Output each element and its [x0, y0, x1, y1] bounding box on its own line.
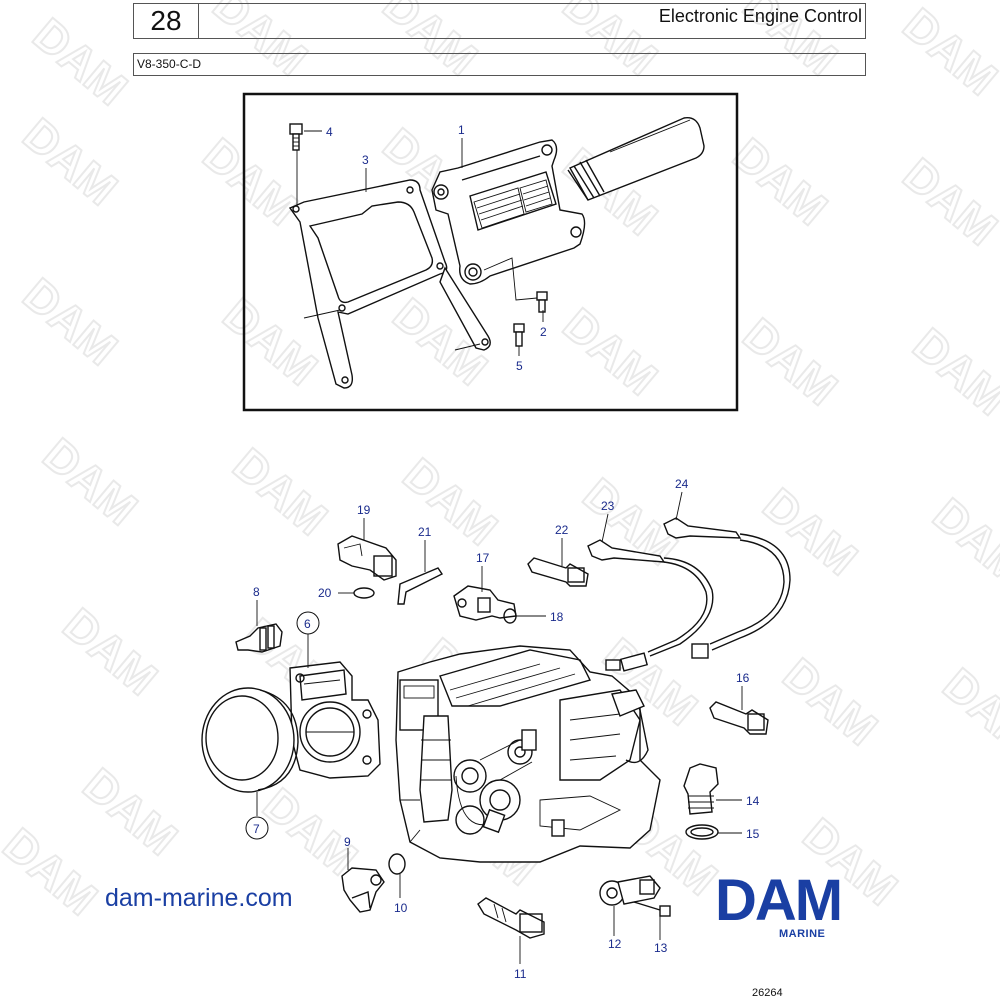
watermark: DAM — [754, 478, 868, 585]
oring-10 — [388, 853, 406, 875]
label-10: 10 — [394, 901, 408, 915]
camshaft-sensor-17 — [453, 585, 517, 621]
sensor-11 — [477, 897, 545, 939]
page-number: 28 — [134, 4, 199, 38]
label-4: 4 — [326, 125, 333, 139]
header-box: 28 Electronic Engine Control — [133, 3, 866, 39]
throttle-body — [289, 661, 381, 779]
bracket-21 — [397, 540, 444, 605]
mounting-bracket — [288, 179, 491, 389]
watermark: DAM — [0, 818, 107, 925]
watermark: DAM — [734, 308, 848, 415]
label-1: 1 — [458, 123, 465, 137]
logo-subtext: MARINE — [779, 928, 826, 940]
label-6-circle — [296, 611, 320, 635]
seal-ring-15 — [685, 824, 719, 840]
ecu-connector-plug — [567, 117, 705, 201]
watermark: DAM — [14, 108, 128, 215]
watermark: DAM — [894, 148, 1000, 255]
label-7: 7 — [253, 822, 260, 836]
watermark: DAM — [904, 318, 1000, 425]
bolt-13 — [633, 901, 671, 917]
watermark: DAM — [774, 648, 888, 755]
label-3: 3 — [362, 153, 369, 167]
label-14: 14 — [746, 794, 760, 808]
model-box: V8-350-C-D — [133, 53, 866, 76]
engine-block — [395, 645, 661, 863]
bolt-5 — [513, 323, 525, 347]
watermark: DAM — [194, 128, 308, 235]
leaders-top — [304, 130, 544, 356]
label-20: 20 — [318, 586, 332, 600]
label-24: 24 — [675, 477, 689, 491]
bolt-4 — [289, 123, 303, 205]
watermark: DAM — [554, 298, 668, 405]
label-16: 16 — [736, 671, 750, 685]
label-23: 23 — [601, 499, 615, 513]
sensor-14 — [683, 763, 719, 815]
page-title: Electronic Engine Control — [658, 6, 862, 26]
watermark: DAM — [394, 448, 508, 555]
leaders-bottom — [256, 491, 743, 964]
logo-text: DAM — [715, 868, 843, 933]
watermark: DAM — [74, 758, 188, 865]
label-12: 12 — [608, 937, 622, 951]
label-22: 22 — [555, 523, 569, 537]
label-17: 17 — [476, 551, 490, 565]
sensor-8 — [235, 623, 283, 653]
label-9: 9 — [344, 835, 351, 849]
label-11: 11 — [514, 967, 527, 981]
sensor-22 — [527, 557, 589, 587]
label-18: 18 — [550, 610, 564, 624]
temperature-sensor-16 — [709, 701, 769, 735]
watermark: DAM — [724, 128, 838, 235]
seal-ring-20 — [353, 587, 375, 599]
label-5: 5 — [516, 359, 523, 373]
figure-number: 26264 — [752, 987, 783, 999]
label-15: 15 — [746, 827, 760, 841]
ecu-module — [431, 139, 586, 285]
website-link[interactable]: dam-marine.com — [105, 884, 293, 912]
part-labels: 1 2 3 4 5 6 7 8 9 10 11 12 13 14 15 16 1… — [253, 123, 760, 981]
watermark: DAM — [214, 288, 328, 395]
watermark: DAM — [34, 428, 148, 535]
label-13: 13 — [654, 941, 668, 955]
label-7-circle — [245, 816, 269, 840]
watermark: DAM — [894, 0, 1000, 105]
oxygen-sensor-24 — [663, 517, 791, 659]
knock-sensor-12 — [599, 875, 661, 906]
watermark: DAM — [924, 488, 1000, 595]
label-21: 21 — [418, 525, 432, 539]
watermark: DAM — [224, 438, 338, 545]
watermark: DAM — [54, 598, 168, 705]
dam-logo: DAM MARINE — [715, 872, 897, 946]
air-filter — [201, 687, 299, 793]
watermark: DAM — [934, 658, 1000, 765]
map-sensor-19 — [337, 535, 397, 581]
watermark: DAM — [24, 8, 138, 115]
oxygen-sensor-23 — [587, 539, 714, 672]
label-6: 6 — [304, 617, 311, 631]
sensor-9 — [341, 867, 385, 913]
label-2: 2 — [540, 325, 547, 339]
label-19: 19 — [357, 503, 371, 517]
label-8: 8 — [253, 585, 260, 599]
bolt-2 — [483, 257, 548, 313]
watermark: DAM — [14, 268, 128, 375]
ecu-detail-frame — [242, 92, 739, 412]
